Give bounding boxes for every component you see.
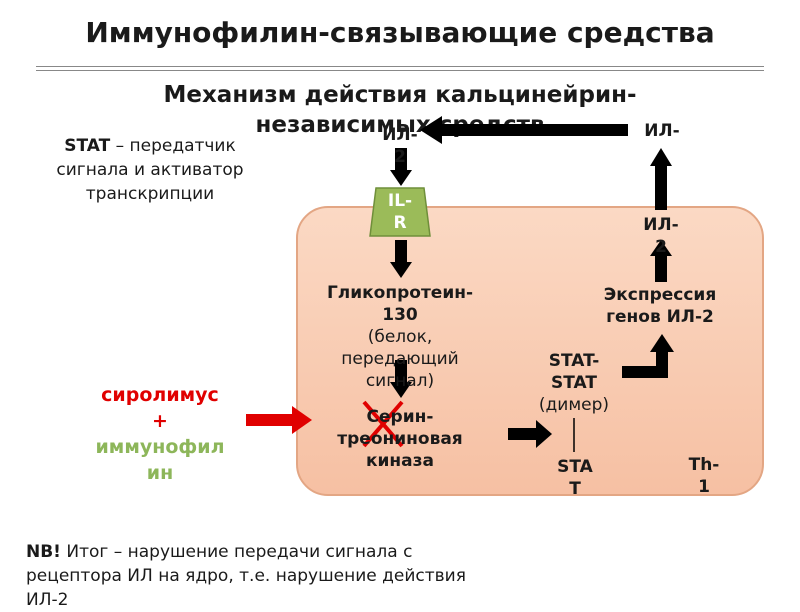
nb-line-1: Итог – нарушение передачи сигнала с: [60, 542, 413, 562]
il2-node-mid: ИЛ- 2: [630, 214, 692, 258]
cell-region: [296, 206, 764, 496]
glyco-label-3: (белок,: [367, 327, 433, 347]
stat-definition: STAT – передатчик сигнала и активатор тр…: [30, 134, 270, 206]
stat-dimer-label-2: STAT: [551, 373, 597, 393]
kinase-to-stat-shaft: [508, 428, 538, 440]
stat-dimer-label-1: STAT-: [548, 351, 600, 371]
stat-node: STA T: [540, 456, 610, 500]
il2-mid-label-1: ИЛ-: [643, 215, 679, 235]
elbow-arrow-head: [650, 334, 674, 352]
receptor-to-glyco-shaft: [395, 240, 407, 264]
il2-top-left-label-2: 2: [394, 147, 406, 167]
stat-definition-line-1: – передатчик: [110, 136, 236, 156]
drug-label-line-2: +: [152, 410, 168, 432]
feedback-arrow-head: [420, 116, 442, 144]
il-r-label-2: R: [393, 213, 407, 233]
expr-to-il2-head: [650, 240, 672, 256]
inhibition-arrow-head: [292, 406, 312, 434]
stat-term: STAT: [64, 136, 111, 156]
nb-note: NB! Итог – нарушение передачи сигнала с …: [26, 540, 586, 612]
glyco-to-kinase-shaft: [395, 360, 407, 384]
elbow-arrow-vertical: [656, 350, 668, 378]
glyco-label-1: Гликопротеин-: [326, 283, 474, 303]
drug-label: сиролимус + иммунофил ин: [80, 382, 240, 486]
subtitle-line-1: Механизм действия кальцинейрин-: [163, 82, 637, 108]
il2-node-top-left: ИЛ- 2: [372, 124, 428, 168]
stat-label-2: T: [569, 479, 581, 499]
kinase-label-3: киназа: [365, 451, 435, 471]
kinase-to-stat-head: [536, 420, 552, 448]
stat-label-1: STA: [557, 457, 593, 477]
th1-node: Th- 1: [674, 454, 734, 498]
expression-label-1: Экспрессия: [603, 285, 717, 305]
feedback-arrow-shaft: [440, 124, 628, 136]
il2-top-left-label-1: ИЛ-: [382, 125, 418, 145]
glyco-label-4: передающий: [341, 349, 459, 369]
il-r-label: IL- R: [374, 190, 426, 234]
glyco-label-2: 130: [382, 305, 418, 325]
nb-line-3: ИЛ-2: [26, 590, 69, 610]
stat-dimer-node: STAT- STAT (димер): [524, 350, 624, 416]
inhibition-arrow-shaft: [246, 414, 294, 426]
page-title: Иммунофилин-связывающие средства: [85, 16, 715, 49]
il2-up-shaft: [655, 164, 667, 210]
expression-node: Экспрессия генов ИЛ-2: [580, 284, 740, 328]
glycoprotein-node: Гликопротеин- 130 (белок, передающий сиг…: [300, 282, 500, 392]
il2-mid-label-2: 2: [655, 237, 667, 257]
il-r-label-1: IL-: [387, 191, 413, 211]
il2-to-receptor-shaft: [395, 148, 407, 172]
th1-label-2: 1: [698, 477, 710, 497]
nb-line-2: рецептора ИЛ на ядро, т.е. нарушение дей…: [26, 566, 466, 586]
il2-node-top-right: ИЛ-: [644, 121, 680, 141]
drug-label-line-1: сиролимус: [101, 384, 219, 406]
stat-dimer-label-3: (димер): [538, 395, 610, 415]
block-cross-stroke-2: [362, 400, 404, 448]
drug-label-line-4: ин: [146, 462, 174, 484]
il-r-receptor: [369, 187, 431, 237]
nb-label: NB!: [26, 542, 61, 562]
stat-definition-line-3: транскрипции: [85, 184, 215, 204]
receptor-to-glyco-head: [390, 262, 412, 278]
drug-label-line-3: иммунофил: [95, 436, 225, 458]
expression-label-2: генов ИЛ-2: [606, 307, 714, 327]
kinase-node: Серин- треониновая киназа: [310, 406, 490, 472]
kinase-label-1: Серин-: [366, 407, 434, 427]
il2-to-receptor-head: [390, 170, 412, 186]
il2-up-head: [650, 148, 672, 166]
glyco-label-5: сигнал): [365, 371, 435, 391]
kinase-label-2: треониновая: [337, 429, 463, 449]
th1-label-1: Th-: [688, 455, 720, 475]
title-divider: [36, 66, 764, 71]
glyco-to-kinase-head: [390, 382, 412, 398]
expr-to-il2-shaft: [655, 254, 667, 282]
stat-definition-line-2: сигнала и активатор: [56, 160, 244, 180]
